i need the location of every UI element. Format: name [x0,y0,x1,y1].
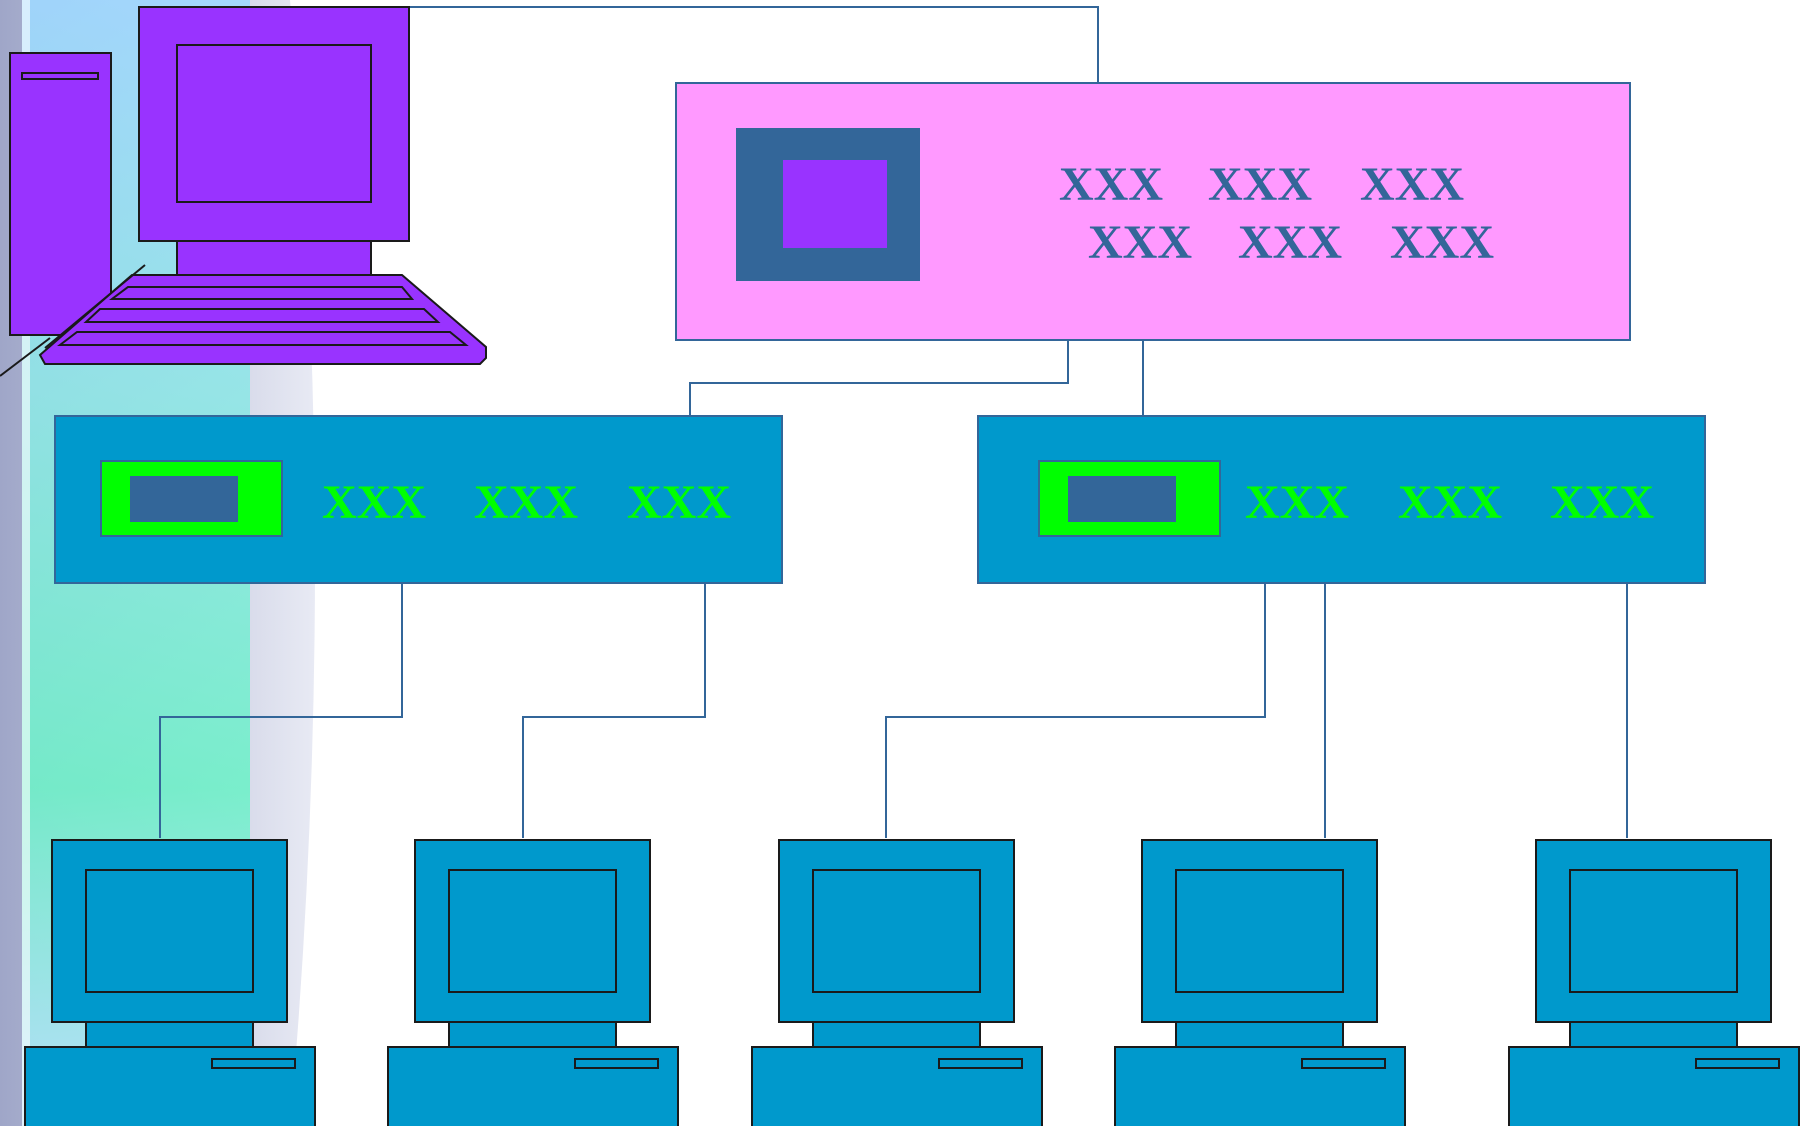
switch-port-core [1068,476,1176,522]
server-box: XXX XXX XXX XXX XXX XXX [675,82,1631,341]
monitor-stand [448,1021,617,1048]
client-computer-2 [387,839,679,1126]
monitor-screen [1175,869,1344,993]
monitor-screen [1569,869,1738,993]
wire-switch-1-to-pc-2 [522,510,706,838]
switch-1-label-2: XXX [474,476,578,529]
switch-2-label-1: XXX [1245,476,1349,529]
keyboard-row-1 [109,286,415,300]
wire-switch-2-to-pc-3 [885,500,1266,838]
keyboard-row-3 [57,331,469,346]
switch-1-label-3: XXX [627,476,731,529]
server-label-1: XXX [1059,158,1163,211]
host-computer [0,6,487,377]
switch-port-core [130,476,238,522]
monitor-stand [85,1021,254,1048]
monitor-stand [1175,1021,1344,1048]
drive-slot [938,1058,1023,1069]
client-computers [24,839,1800,1126]
switch-1-label-1: XXX [322,476,426,529]
computer-icon [1114,1046,1406,1126]
drive-slot [211,1058,296,1069]
drive-slot [1301,1058,1386,1069]
server-label-3: XXX [1360,158,1464,211]
wire-server-to-switch-1 [689,340,1069,415]
switch-2: XXX XXX XXX [977,415,1706,584]
server-port-core [783,160,887,248]
client-computer-1 [24,839,316,1126]
keyboard-row-2 [83,308,441,323]
server-label-2: XXX [1208,158,1312,211]
monitor-screen [448,869,617,993]
server-label-5: XXX [1238,216,1342,269]
switch-1: XXX XXX XXX [54,415,783,584]
server-label-6: XXX [1390,216,1494,269]
drive-slot [1695,1058,1780,1069]
switch-2-label-2: XXX [1398,476,1502,529]
monitor-screen [85,869,254,993]
drive-slot [21,72,99,80]
monitor-stand [176,240,372,276]
server-label-4: XXX [1088,216,1192,269]
monitor-stand [1569,1021,1738,1048]
wire-host-to-server [408,6,1099,82]
tower-case [9,52,112,336]
monitor-screen [176,44,372,203]
client-computer-5 [1508,839,1800,1126]
monitor-screen [812,869,981,993]
switch-2-label-3: XXX [1550,476,1654,529]
monitor-stand [812,1021,981,1048]
wire-switch-1-to-pc-1 [159,510,403,838]
client-computer-3 [751,839,1043,1126]
drive-slot [574,1058,659,1069]
client-computer-4 [1114,839,1406,1126]
